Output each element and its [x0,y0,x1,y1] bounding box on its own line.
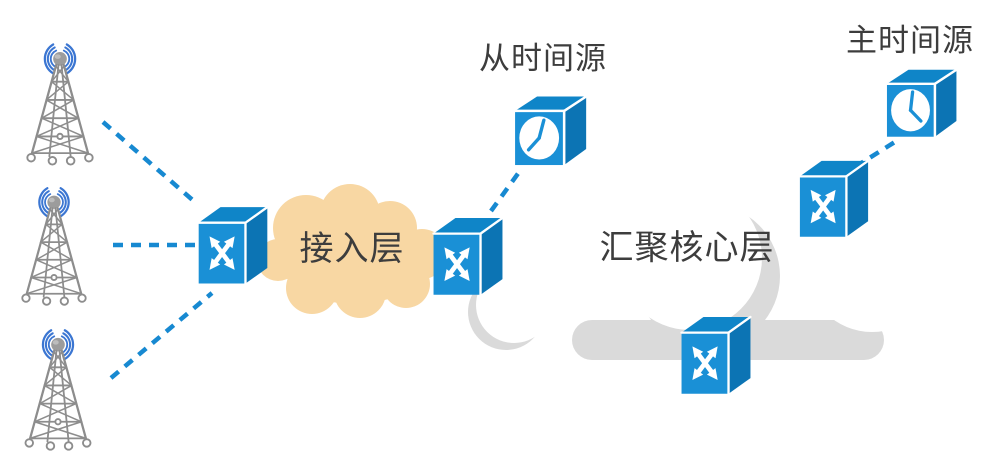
access-layer-label: 接入层 [299,230,405,268]
link-switch-slave-clock [489,166,524,213]
clock-icon [513,95,588,167]
radio-tower-icon [22,42,98,167]
router-switch-icon [194,196,272,290]
radio-tower-icon [17,186,91,307]
router-switch-icon [675,306,757,400]
core-layer-cloud [468,130,944,360]
master-time-source-label: 主时间源 [846,23,974,58]
router-switch-icon [794,150,874,243]
core-layer-label: 汇聚核心层 [599,229,775,267]
radio-tower-icon [20,328,96,452]
clock-icon [885,68,958,138]
link-bs1-access-switch [101,120,198,205]
link-bs3-access-switch [109,291,214,380]
slave-time-source-label: 从时间源 [479,41,607,76]
access-layer-cloud [257,184,447,318]
router-switch-icon [428,207,508,301]
